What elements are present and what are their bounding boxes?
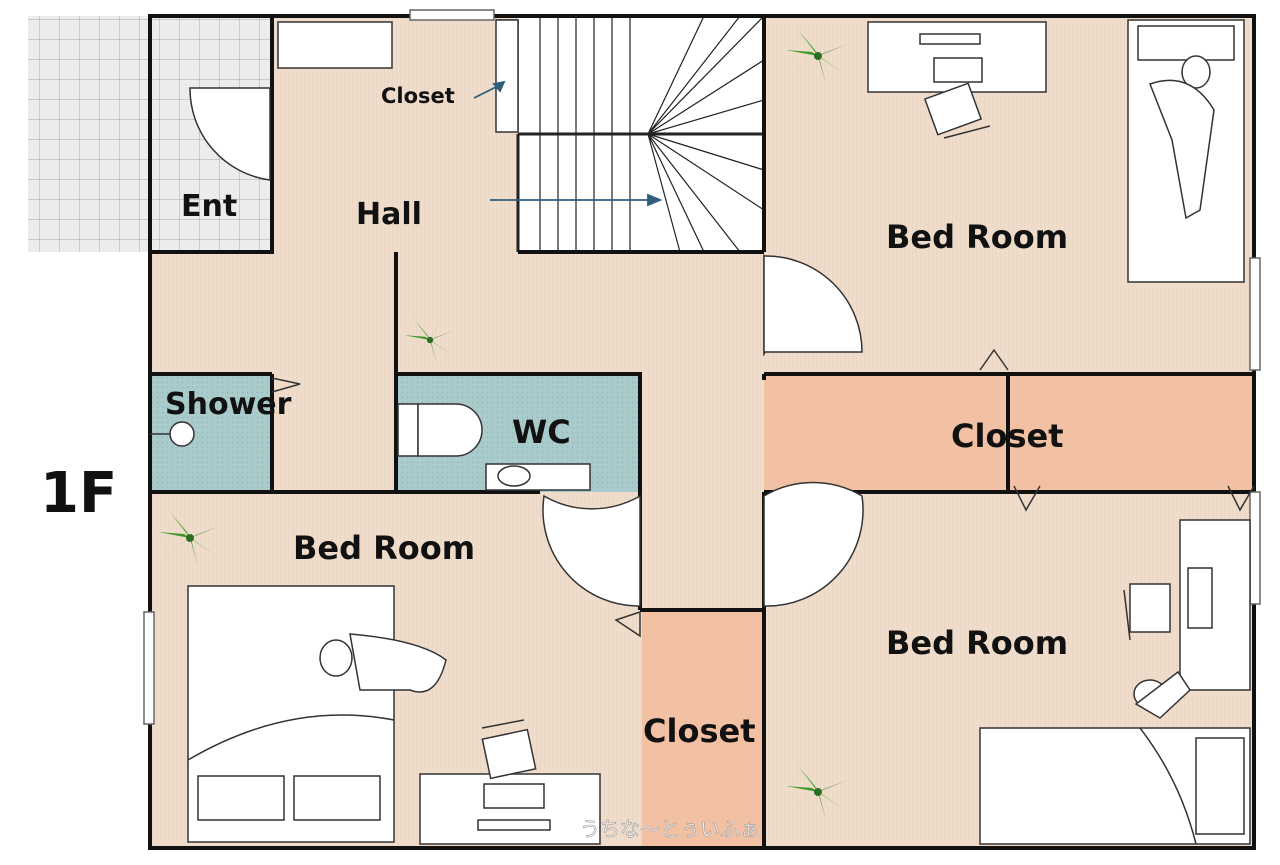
label-closet-right: Closet (951, 417, 1063, 455)
chairs (481, 82, 1171, 780)
walls (148, 14, 1256, 850)
toilet (397, 403, 483, 457)
label-hall: Hall (356, 197, 422, 232)
people (319, 55, 1215, 719)
closet-right-fill-b (1008, 374, 1254, 492)
closet-bottom-fill (642, 610, 764, 848)
label-bedroom-bottom-right: Bed Room (886, 624, 1068, 662)
beds (187, 19, 1251, 845)
fixtures (277, 19, 1251, 845)
shower-head (150, 421, 195, 447)
label-bedroom-top-right: Bed Room (886, 218, 1068, 256)
outdoor-tiles (28, 16, 150, 252)
doors (189, 19, 1255, 638)
closet-right-fill-a (764, 374, 1008, 492)
label-ent: Ent (181, 189, 237, 224)
label-shower: Shower (165, 387, 292, 422)
arrows (473, 80, 663, 207)
label-closet-bottom: Closet (643, 712, 755, 750)
watermark: うちな〜とぅいふぁ (580, 817, 760, 841)
label-closet-hall: Closet (381, 84, 455, 108)
staircase (516, 15, 765, 253)
label-wc: WC (512, 413, 571, 451)
label-bedroom-bottom-left: Bed Room (293, 529, 475, 567)
floor-label: 1F (40, 461, 117, 526)
